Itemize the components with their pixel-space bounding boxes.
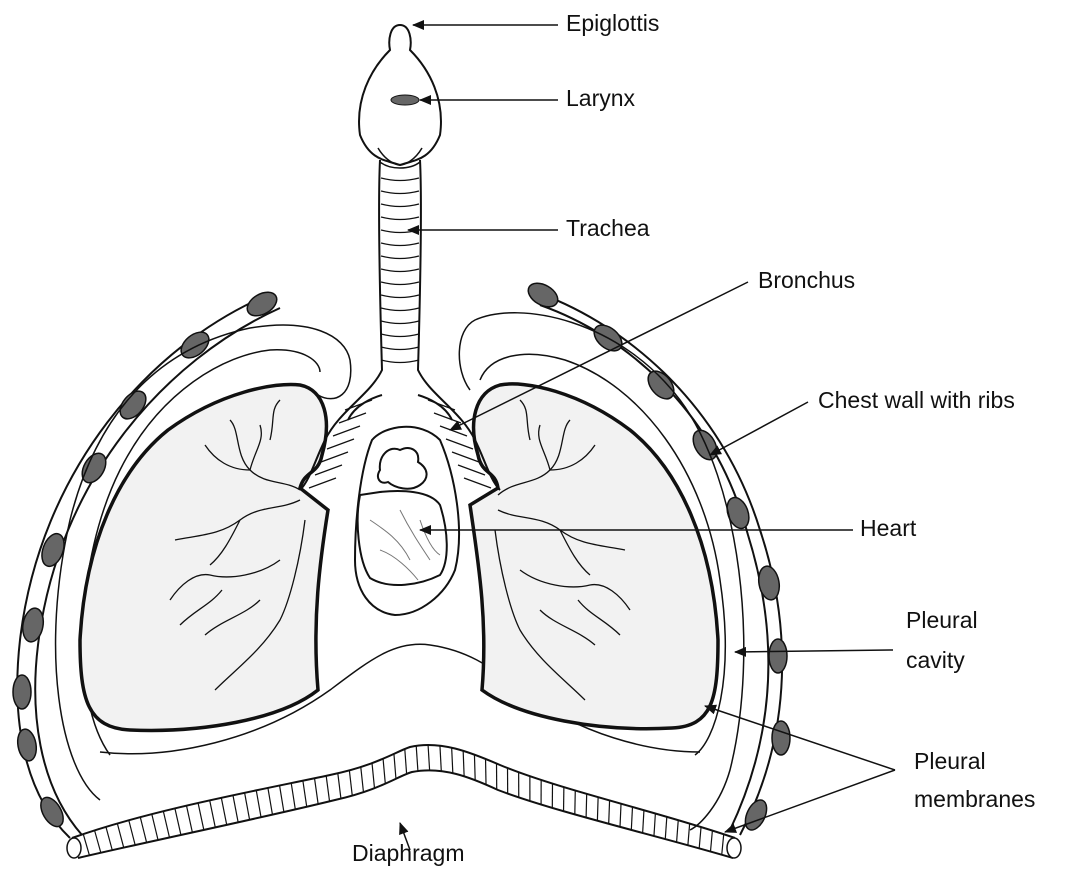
label-epiglottis: Epiglottis (566, 8, 659, 38)
label-diaphragm: Diaphragm (352, 838, 465, 868)
label-pleural-cavity-1: Pleural (906, 605, 978, 635)
label-larynx: Larynx (566, 83, 635, 113)
larynx (359, 25, 441, 168)
label-trachea: Trachea (566, 213, 650, 243)
left-lung (80, 385, 328, 731)
label-heart: Heart (860, 513, 916, 543)
label-pleural-membranes-1: Pleural (914, 746, 986, 776)
label-bronchus: Bronchus (758, 265, 855, 295)
label-pleural-cavity-2: cavity (906, 645, 965, 675)
right-lung (470, 384, 718, 729)
label-chest-wall: Chest wall with ribs (818, 385, 1015, 415)
heart (355, 427, 459, 615)
larynx-opening (391, 95, 419, 105)
label-pleural-membranes-2: membranes (914, 784, 1035, 814)
